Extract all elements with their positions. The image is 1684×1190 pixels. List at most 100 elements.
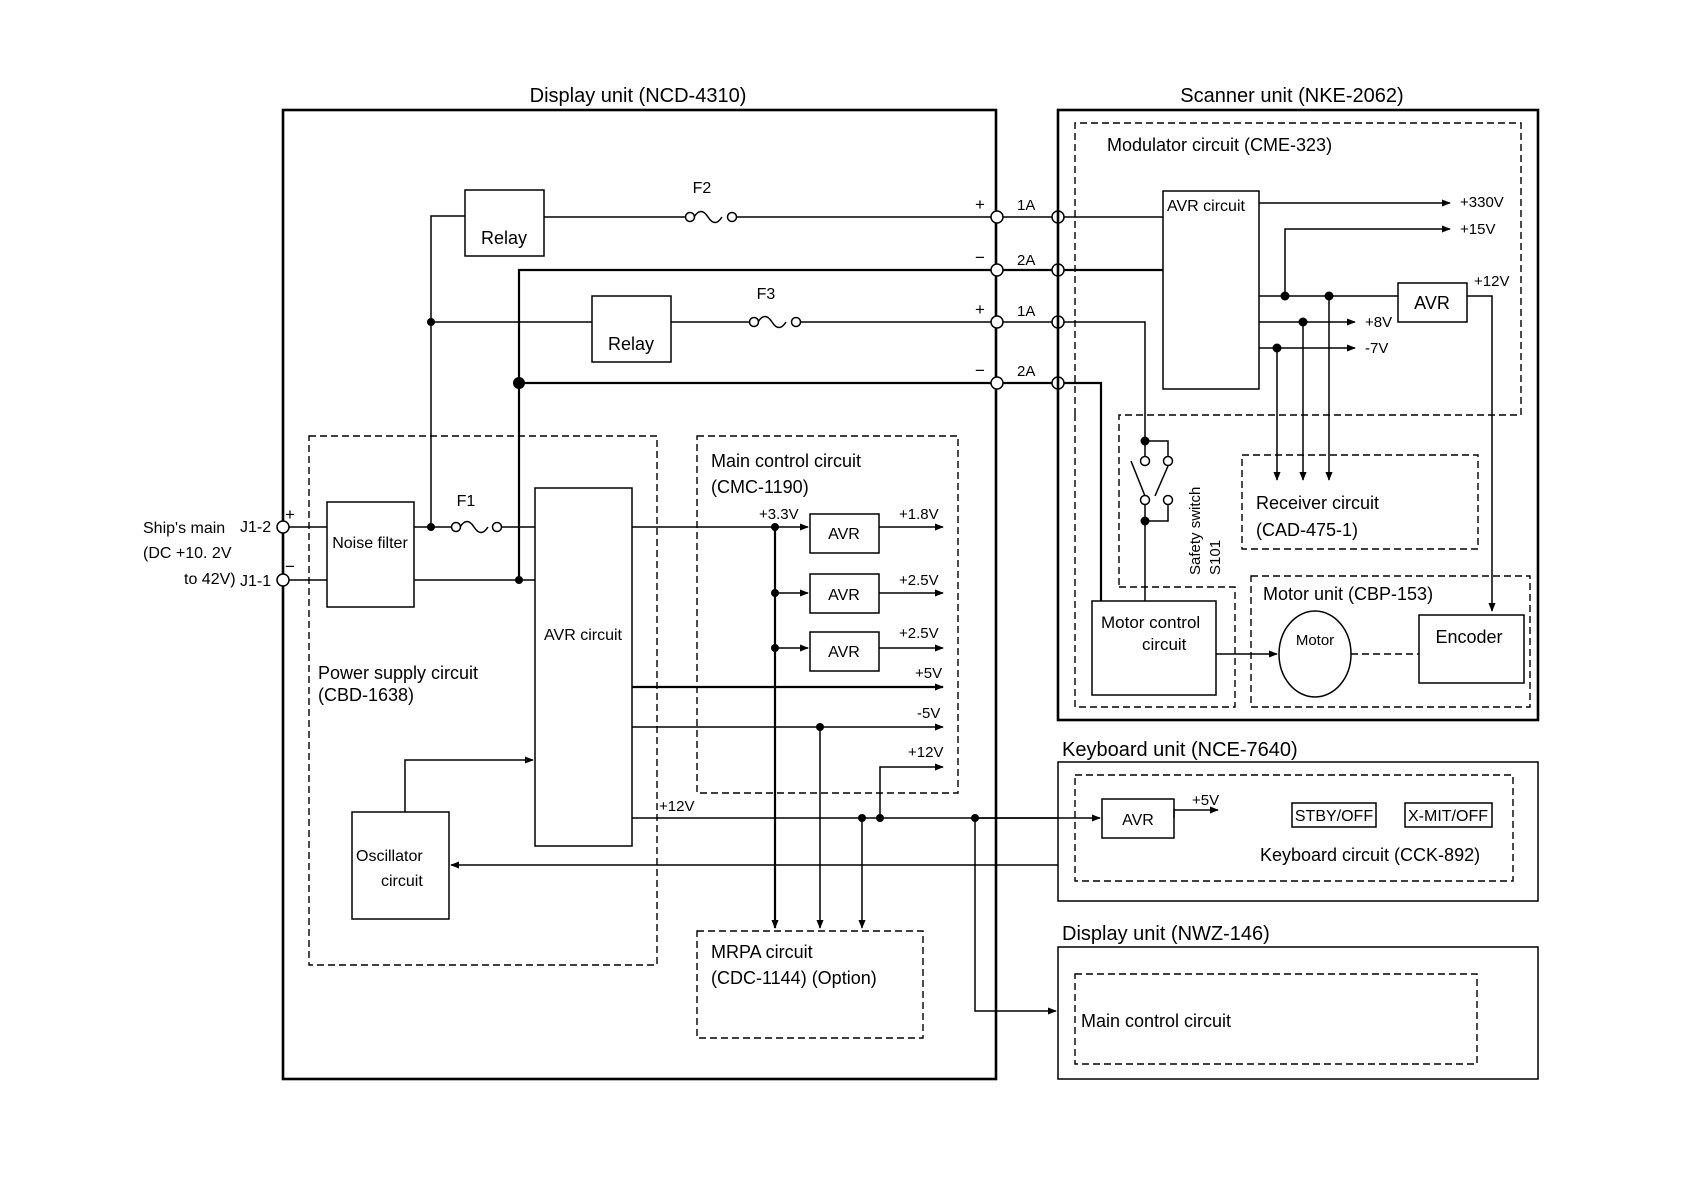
safety-switch-contact-3 bbox=[1139, 494, 1151, 506]
interconnect-terminals: + − + − 1A 2A 1A 2A bbox=[975, 195, 1065, 390]
oscillator-box bbox=[351, 811, 450, 920]
j11-minus-sign: − bbox=[285, 557, 295, 576]
j12-terminal bbox=[276, 520, 290, 534]
motor-control-label-1: Motor control bbox=[1101, 613, 1200, 632]
safety-switch-label-1: Safety switch bbox=[1187, 487, 1204, 575]
display-unit-ncd4310: Display unit (NCD-4310) Relay Relay F2 F… bbox=[143, 85, 1101, 1081]
keyboard-avr-label: AVR bbox=[1122, 812, 1154, 829]
display-unit-frame bbox=[281, 108, 998, 1081]
v330-label: +330V bbox=[1460, 194, 1504, 211]
noise-filter-label: Noise filter bbox=[332, 535, 408, 552]
conn-polarity-1: + bbox=[975, 195, 985, 214]
safety-switch-contact-2 bbox=[1162, 455, 1174, 467]
v12-label: +12V bbox=[659, 798, 694, 815]
modulator-title: Modulator circuit (CME-323) bbox=[1107, 135, 1332, 155]
conn-label-2: 2A bbox=[1017, 252, 1035, 269]
modulator-circuit-frame bbox=[1074, 122, 1522, 587]
mrpa-circuit-frame bbox=[696, 930, 924, 1039]
fuse-f1-right-terminal bbox=[491, 521, 503, 533]
j11-label: J1-1 bbox=[240, 573, 271, 590]
scanner-unit-frame bbox=[1056, 108, 1540, 722]
motor-control-label-2: circuit bbox=[1142, 635, 1187, 654]
v25a-label: +2.5V bbox=[899, 572, 939, 589]
v8-label: +8V bbox=[1365, 314, 1392, 331]
motor-circle bbox=[1278, 610, 1352, 698]
stby-off-label: STBY/OFF bbox=[1295, 808, 1373, 825]
fuse-f1-label: F1 bbox=[457, 493, 476, 510]
scanner-avr-label: AVR bbox=[1414, 293, 1450, 313]
conn-polarity-4: − bbox=[975, 361, 985, 380]
v12b-label: +12V bbox=[908, 744, 943, 761]
avr-circuit-box bbox=[534, 487, 633, 847]
xmit-off-label: X-MIT/OFF bbox=[1408, 808, 1488, 825]
v18-label: +1.8V bbox=[899, 506, 939, 523]
avr-25b-label: AVR bbox=[828, 644, 860, 661]
keyboard-unit-nce7640: Keyboard unit (NCE-7640) AVR +5V STBY/OF… bbox=[975, 739, 1539, 902]
v15-label: +15V bbox=[1460, 221, 1495, 238]
safety-switch-contact-4 bbox=[1162, 494, 1174, 506]
motor-unit-title: Motor unit (CBP-153) bbox=[1263, 584, 1433, 604]
fuse-f2-right-terminal bbox=[726, 211, 738, 223]
ship-main-label-2: (DC +10. 2V bbox=[143, 545, 232, 562]
vm5-label: -5V bbox=[917, 705, 940, 722]
motor-unit-frame bbox=[1250, 575, 1531, 708]
display-unit-nwz146: Display unit (NWZ-146) Main control circ… bbox=[1057, 923, 1539, 1080]
terminal-display-4 bbox=[990, 376, 1004, 390]
scanner-unit-title: Scanner unit (NKE-2062) bbox=[1180, 85, 1403, 107]
relay-1-label: Relay bbox=[481, 228, 527, 248]
safety-switch-contact-1 bbox=[1139, 455, 1151, 467]
safety-switch-label-2: S101 bbox=[1207, 540, 1224, 575]
avr-circuit-label: AVR circuit bbox=[544, 627, 622, 644]
main-control-title: Main control circuit bbox=[711, 451, 861, 471]
fuse-f3-left-terminal bbox=[748, 316, 760, 328]
scanner-unit-nke2062: Scanner unit (NKE-2062) Modulator circui… bbox=[1056, 85, 1540, 722]
keyboard-avr-box bbox=[1101, 798, 1175, 839]
main-control-circuit-frame bbox=[696, 435, 959, 794]
conn-label-1: 1A bbox=[1017, 197, 1035, 214]
mrpa-model: (CDC-1144) (Option) bbox=[711, 968, 877, 988]
terminal-display-3 bbox=[990, 315, 1004, 329]
keyboard-circuit-frame bbox=[1074, 774, 1514, 882]
oscillator-label-2: circuit bbox=[381, 873, 423, 890]
relay-2-label: Relay bbox=[608, 334, 654, 354]
motor-control-box bbox=[1091, 600, 1217, 696]
v5-label: +5V bbox=[915, 665, 942, 682]
keyboard-circuit-label: Keyboard circuit (CCK-892) bbox=[1260, 845, 1480, 865]
relay-2-box bbox=[591, 295, 672, 363]
conn-polarity-3: + bbox=[975, 300, 985, 319]
terminal-display-1 bbox=[990, 210, 1004, 224]
xmit-off-key bbox=[1404, 802, 1493, 828]
ship-main-label-3: to 42V) bbox=[184, 571, 236, 588]
conn-polarity-2: − bbox=[975, 248, 985, 267]
avr-18-box bbox=[809, 513, 880, 554]
ship-main-label-1: Ship's main bbox=[143, 520, 225, 537]
keyboard-unit-title: Keyboard unit (NCE-7640) bbox=[1062, 739, 1298, 761]
vm7-label: -7V bbox=[1365, 340, 1388, 357]
terminal-display-2 bbox=[990, 263, 1004, 277]
v12-scanner-label: +12V bbox=[1474, 273, 1509, 290]
display-unit2-frame bbox=[1057, 946, 1539, 1080]
j12-plus-sign: + bbox=[285, 505, 295, 524]
power-supply-title: Power supply circuit bbox=[318, 663, 478, 683]
fuse-f3-right-terminal bbox=[790, 316, 802, 328]
scanner-avr-circuit-label: AVR circuit bbox=[1167, 198, 1245, 215]
keyboard-v5-label: +5V bbox=[1192, 792, 1219, 809]
mrpa-title: MRPA circuit bbox=[711, 942, 813, 962]
power-supply-model: (CBD-1638) bbox=[318, 685, 414, 705]
encoder-box bbox=[1418, 614, 1525, 684]
fuse-f2-label: F2 bbox=[693, 180, 712, 197]
encoder-label: Encoder bbox=[1435, 627, 1502, 647]
display-unit2-title: Display unit (NWZ-146) bbox=[1062, 923, 1270, 945]
j11-terminal bbox=[276, 573, 290, 587]
v25b-label: +2.5V bbox=[899, 625, 939, 642]
avr-25a-label: AVR bbox=[828, 587, 860, 604]
avr-25b-box bbox=[809, 631, 880, 672]
power-supply-circuit-frame bbox=[308, 435, 658, 966]
avr-18-label: AVR bbox=[828, 526, 860, 543]
conn-label-3: 1A bbox=[1017, 303, 1035, 320]
display-unit2-main-control-label: Main control circuit bbox=[1081, 1011, 1231, 1031]
scanner-avr-circuit-box bbox=[1162, 190, 1260, 390]
motor-control-dashed-frame bbox=[1074, 415, 1236, 708]
receiver-title: Receiver circuit bbox=[1256, 493, 1379, 513]
